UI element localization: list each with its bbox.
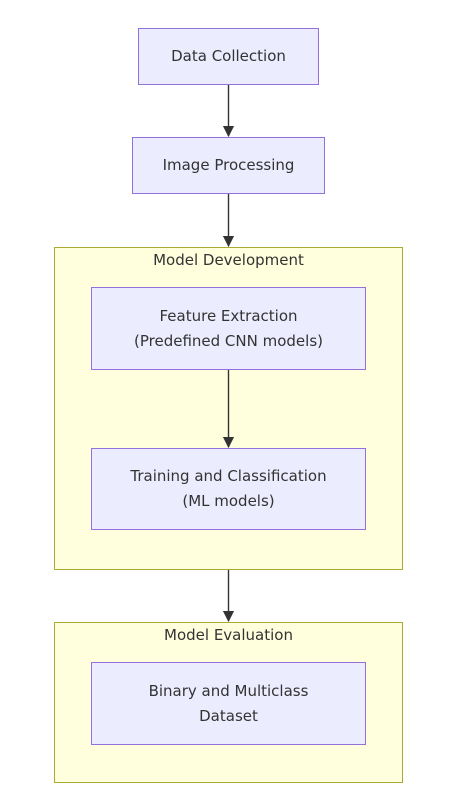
node-label-line1: Binary and Multiclass [148, 681, 309, 700]
node-label: Image Processing [162, 156, 295, 174]
node-label-line2: Dataset [199, 706, 258, 725]
node-label-line1: Feature Extraction [159, 306, 298, 325]
node-label: Data Collection [171, 47, 286, 65]
node-data-collection[interactable]: Data Collection [138, 28, 319, 85]
node-label-line2: (Predefined CNN models) [134, 331, 323, 350]
node-image-processing[interactable]: Image Processing [132, 137, 325, 194]
node-label-line1: Training and Classification [130, 467, 327, 485]
cluster-label-model-development: Model Development [153, 251, 304, 269]
cluster-label-model-evaluation: Model Evaluation [164, 626, 293, 644]
node-training-classification[interactable]: Training and Classification (ML models) [91, 448, 366, 530]
node-label-line2: (ML models) [182, 492, 275, 510]
node-feature-extraction[interactable]: Feature Extraction (Predefined CNN model… [91, 287, 366, 370]
node-binary-multiclass-dataset[interactable]: Binary and Multiclass Dataset [91, 662, 366, 745]
